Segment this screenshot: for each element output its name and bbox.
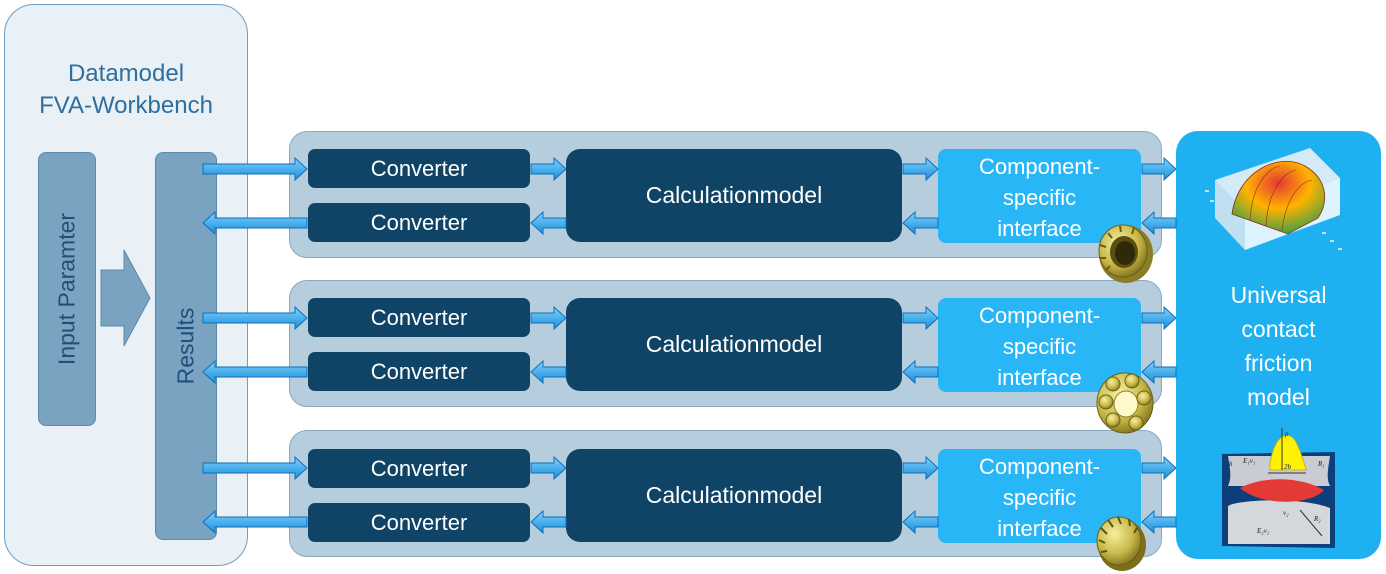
gear-ring-icon (1098, 224, 1153, 283)
arrow-left (530, 210, 567, 236)
input-parameter-bar: Input Paramter (38, 152, 96, 426)
flow-arrows (202, 156, 1177, 535)
universal-model-title: Universal contact friction model (1176, 278, 1381, 414)
arrow-right (202, 156, 308, 182)
component-interface-line2: specific (1002, 485, 1077, 510)
component-interface-line3: interface (997, 516, 1082, 541)
arrow-right (902, 305, 939, 331)
calculationmodel-3: Calculationmodel (566, 449, 902, 542)
results-bar: Results (155, 152, 217, 540)
component-interface-line3: interface (997, 365, 1082, 390)
arrow-right (202, 455, 308, 481)
datamodel-title-line2: FVA-Workbench (39, 92, 213, 119)
converter-bottom-2: Converter (308, 352, 530, 391)
converter-bottom-1: Converter (308, 203, 530, 242)
contact-label: 2b (1284, 463, 1292, 471)
arrow-left (202, 509, 308, 535)
arrow-left (530, 359, 567, 385)
universal-line2: contact (1241, 316, 1316, 342)
datamodel-title-line1: Datamodel (67, 60, 185, 87)
component-interface-2: Component- specific interface (938, 298, 1141, 392)
converter-top-3: Converter (308, 449, 530, 488)
calculationmodel-2: Calculationmodel (566, 298, 902, 391)
contact-label: E₁v₁ (1242, 457, 1255, 465)
component-interface-line1: Component- (978, 454, 1101, 479)
arrow-right (902, 455, 939, 481)
arrow-left (1141, 359, 1177, 385)
component-interface-line3: interface (997, 216, 1082, 241)
universal-line1: Universal (1230, 282, 1327, 308)
arrow-right (902, 156, 939, 182)
arrow-left (530, 509, 567, 535)
converter-bottom-3: Converter (308, 503, 530, 542)
arrow-left (202, 359, 308, 385)
universal-line4: model (1247, 384, 1310, 410)
component-interface-line1: Component- (978, 303, 1101, 328)
contact-label: p (1284, 430, 1289, 438)
contact-label: R₁ (1317, 460, 1325, 468)
arrow-left (1141, 210, 1177, 236)
arrow-right (1141, 455, 1177, 481)
arrow-left (1141, 509, 1177, 535)
arrow-right (202, 305, 308, 331)
component-interface-line1: Component- (978, 154, 1101, 179)
ball-bearing-icon (1096, 372, 1154, 434)
contact-label: E₂v₂ (1256, 527, 1270, 535)
component-interface-1: Component- specific interface (938, 149, 1141, 243)
calculationmodel-1: Calculationmodel (566, 149, 902, 242)
input-to-results-arrow (100, 249, 151, 347)
arrow-right (530, 455, 567, 481)
contact-label: R₂ (1313, 515, 1321, 523)
contact-model-diagram-icon: p 2b E₁v₁ E₂v₂ R₁ v₂ R₂ h (1222, 428, 1335, 548)
contact-label: h (1229, 460, 1233, 468)
arrow-left (902, 509, 939, 535)
arrow-left (202, 210, 308, 236)
arrow-left (902, 210, 939, 236)
universal-line3: friction (1244, 350, 1313, 376)
arrow-right (1141, 156, 1177, 182)
contact-label: v₂ (1283, 509, 1289, 517)
arrow-left (902, 359, 939, 385)
converter-top-1: Converter (308, 149, 530, 188)
pressure-distribution-plot-icon (1205, 148, 1342, 250)
component-interface-line2: specific (1002, 334, 1077, 359)
arrow-right (530, 156, 567, 182)
arrow-right (530, 305, 567, 331)
datamodel-title: Datamodel FVA-Workbench (4, 58, 248, 122)
converter-top-2: Converter (308, 298, 530, 337)
helical-gear-icon (1096, 516, 1146, 571)
arrow-right (1141, 305, 1177, 331)
component-interface-line2: specific (1002, 185, 1077, 210)
